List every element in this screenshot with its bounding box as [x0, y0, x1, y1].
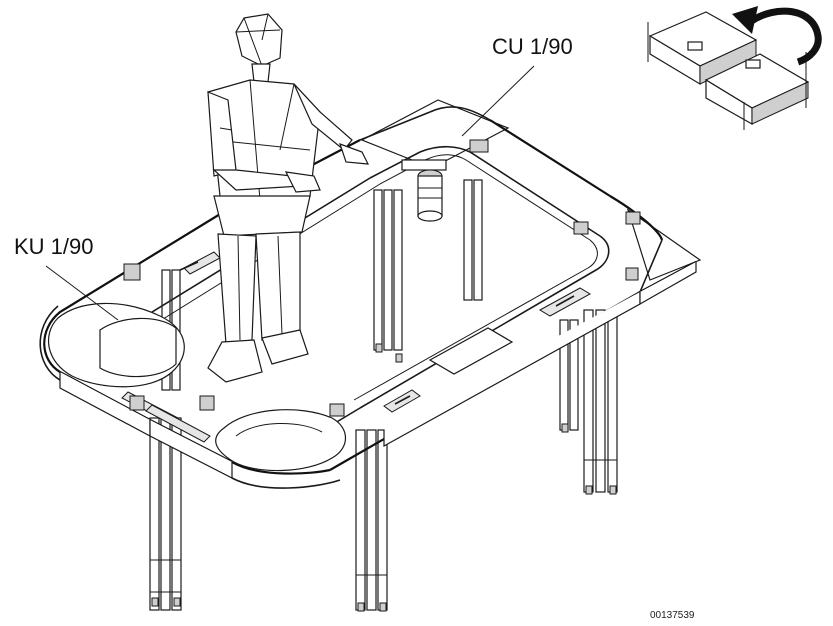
curved-arrow-icon — [732, 6, 822, 66]
leg-back-left — [373, 189, 403, 363]
drive-motor — [401, 159, 447, 222]
cu-corner-plate — [360, 99, 702, 281]
leg-front-middle — [355, 429, 388, 612]
leg-right-back — [559, 319, 579, 433]
rotation-inset — [647, 11, 810, 130]
cu-label: CU 1/90 — [492, 34, 573, 59]
drawing-reference-number: 00137539 — [650, 610, 695, 621]
conveyor-frame — [39, 106, 697, 489]
leg-back-right — [463, 179, 483, 301]
operator-figure — [207, 13, 370, 383]
leg-right-front — [583, 309, 618, 495]
ku-leader-line — [45, 265, 119, 321]
cu-leader-line — [461, 65, 535, 137]
ku-label: KU 1/90 — [14, 234, 94, 259]
